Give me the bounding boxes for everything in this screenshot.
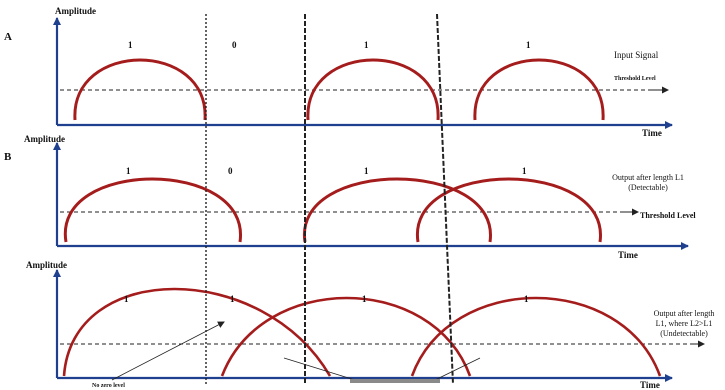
panel-c-bit-4: 1 xyxy=(524,294,529,304)
panel-b-pulse-4 xyxy=(416,177,602,243)
panel-b-x-axis-label: Time xyxy=(618,250,638,260)
panel-a-y-axis-label: Amplitude xyxy=(55,6,96,16)
panel-c-signal-label-line-3: (Undetectable) xyxy=(660,329,708,338)
panel-a: A Amplitude Time 1 0 1 1 Input Signal Th… xyxy=(4,6,673,138)
divider-3 xyxy=(436,13,454,385)
panel-a-threshold-label: Threshold Level xyxy=(614,76,656,82)
panel-b-bit-4: 1 xyxy=(522,166,527,176)
panel-c-pulse-1 xyxy=(62,287,332,377)
panel-a-bit-2: 0 xyxy=(232,40,237,50)
overlap-pointer-left xyxy=(283,357,356,381)
no-zero-level-pointer xyxy=(111,321,225,381)
panel-a-signal-label: Input Signal xyxy=(614,50,659,60)
panel-c-y-axis-label: Amplitude xyxy=(26,260,67,270)
panel-b-signal-label-line-1: Output after length L1 xyxy=(612,173,684,182)
panel-c-signal-label-line-1: Output after length xyxy=(654,309,715,318)
panel-c-signal-label-line-2: L1, where L2>L1 xyxy=(656,319,713,328)
panel-b-bit-1: 1 xyxy=(126,166,131,176)
panel-b: B Amplitude Time 1 0 1 1 Output after le… xyxy=(4,134,696,260)
overlap-pointer-right xyxy=(434,357,481,381)
panel-a-label: A xyxy=(4,31,12,43)
panel-c-pulse-3 xyxy=(410,296,662,377)
panel-b-bit-2: 0 xyxy=(228,166,233,176)
panel-c: Amplitude Time 1 1 1 1 Output after leng… xyxy=(26,260,714,390)
panel-c-bit-2: 1 xyxy=(230,294,235,304)
panel-a-pulse-1 xyxy=(73,58,207,121)
panel-b-signal-label-line-2: (Detectable) xyxy=(628,183,668,192)
panel-b-pulse-1 xyxy=(63,177,242,243)
no-zero-level-label: No zero level xyxy=(92,383,125,389)
panel-a-bit-1: 1 xyxy=(128,40,133,50)
panel-b-label: B xyxy=(4,151,12,163)
panel-a-pulse-4 xyxy=(473,58,605,121)
panel-c-bit-1: 1 xyxy=(124,294,129,304)
panel-b-threshold-label: Threshold Level xyxy=(640,211,696,220)
panel-a-x-axis-label: Time xyxy=(642,128,662,138)
bit-slot-dividers xyxy=(205,13,454,385)
panel-b-bit-3: 1 xyxy=(364,166,369,176)
panel-c-pulse-2 xyxy=(220,296,472,377)
panel-b-pulse-3 xyxy=(303,177,492,243)
panel-a-bit-4: 1 xyxy=(526,40,531,50)
panel-c-x-axis-label: Time xyxy=(640,380,660,390)
panel-b-y-axis-label: Amplitude xyxy=(24,134,65,144)
panel-c-bit-3: 1 xyxy=(362,294,367,304)
panel-a-bit-3: 1 xyxy=(364,40,369,50)
panel-a-pulse-3 xyxy=(306,58,440,121)
